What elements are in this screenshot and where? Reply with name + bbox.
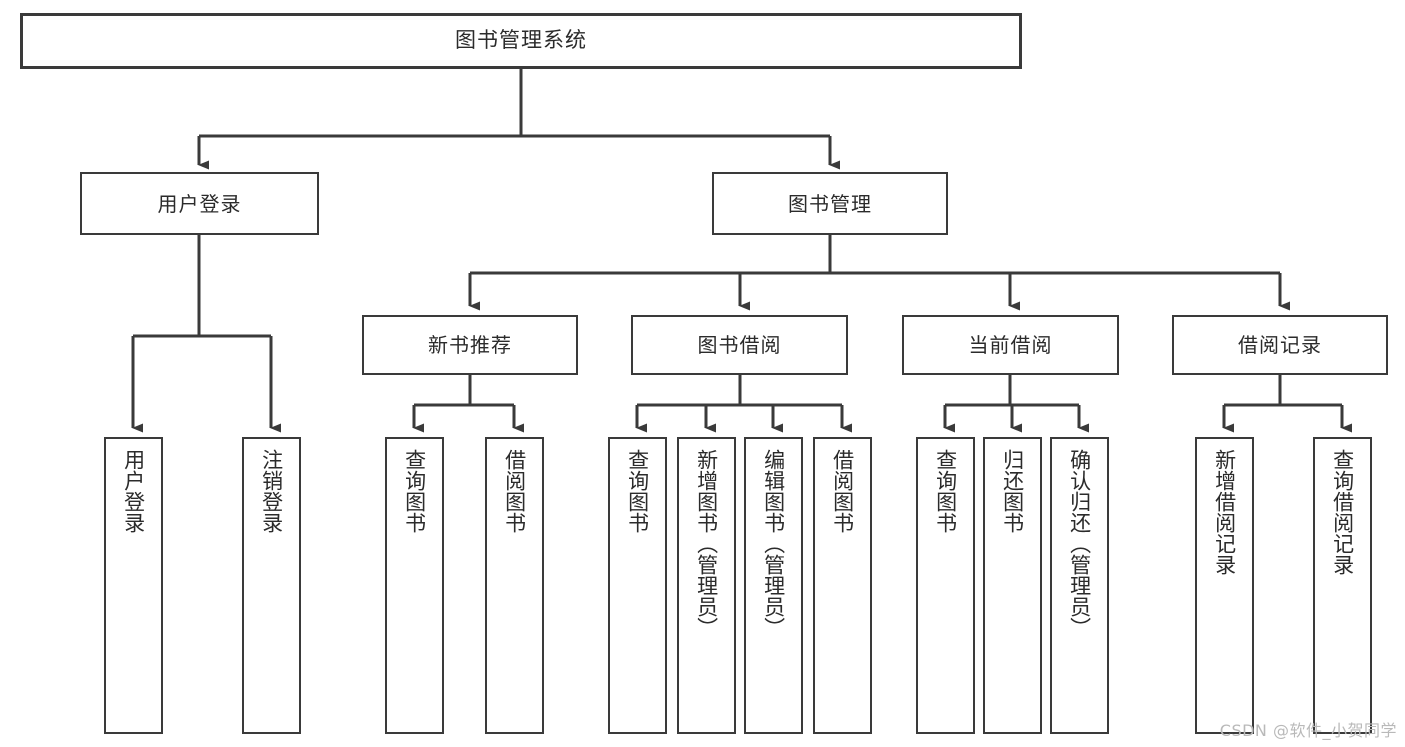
node-label: 查询借阅记录 <box>1330 449 1355 575</box>
node-book-borrow[interactable]: 图书借阅 <box>631 315 848 375</box>
node-new-book-recommend[interactable]: 新书推荐 <box>362 315 578 375</box>
leaf-query-book-current[interactable]: 查询图书 <box>916 437 975 734</box>
leaf-borrow-book[interactable]: 借阅图书 <box>813 437 872 734</box>
node-label: 图书管理 <box>788 191 872 216</box>
leaf-query-book-borrow[interactable]: 查询图书 <box>608 437 667 734</box>
node-book-management[interactable]: 图书管理 <box>712 172 948 235</box>
node-label: 确认归还（管理员） <box>1067 449 1092 638</box>
leaf-query-borrow-record[interactable]: 查询借阅记录 <box>1313 437 1372 734</box>
node-user-login[interactable]: 用户登录 <box>80 172 319 235</box>
node-label: 新增借阅记录 <box>1212 449 1237 575</box>
leaf-return-book[interactable]: 归还图书 <box>983 437 1042 734</box>
node-label: 图书借阅 <box>697 333 782 357</box>
leaf-confirm-return-admin[interactable]: 确认归还（管理员） <box>1050 437 1109 734</box>
leaf-add-borrow-record[interactable]: 新增借阅记录 <box>1195 437 1254 734</box>
node-label: 图书管理系统 <box>455 28 587 53</box>
node-label: 注销登录 <box>259 449 284 533</box>
node-label: 查询图书 <box>625 449 650 533</box>
node-label: 查询图书 <box>402 449 427 533</box>
leaf-add-book-admin[interactable]: 新增图书（管理员） <box>677 437 736 734</box>
leaf-borrow-book-recommend[interactable]: 借阅图书 <box>485 437 544 734</box>
leaf-logout[interactable]: 注销登录 <box>242 437 301 734</box>
node-label: 新书推荐 <box>428 333 512 357</box>
node-label: 查询图书 <box>933 449 958 533</box>
leaf-user-login[interactable]: 用户登录 <box>104 437 163 734</box>
node-label: 借阅记录 <box>1238 333 1322 357</box>
watermark: CSDN @软件_小贺同学 <box>1219 721 1397 740</box>
node-label: 借阅图书 <box>830 449 855 533</box>
node-root-system[interactable]: 图书管理系统 <box>20 13 1022 69</box>
node-label: 当前借阅 <box>968 333 1053 357</box>
leaf-edit-book-admin[interactable]: 编辑图书（管理员） <box>744 437 803 734</box>
node-label: 用户登录 <box>157 191 242 216</box>
node-label: 借阅图书 <box>502 449 527 533</box>
node-label: 用户登录 <box>121 449 146 533</box>
node-label: 归还图书 <box>1000 449 1025 533</box>
leaf-query-book-recommend[interactable]: 查询图书 <box>385 437 444 734</box>
node-borrow-record[interactable]: 借阅记录 <box>1172 315 1388 375</box>
node-label: 新增图书（管理员） <box>694 449 719 638</box>
node-current-borrow[interactable]: 当前借阅 <box>902 315 1119 375</box>
node-label: 编辑图书（管理员） <box>761 449 786 638</box>
